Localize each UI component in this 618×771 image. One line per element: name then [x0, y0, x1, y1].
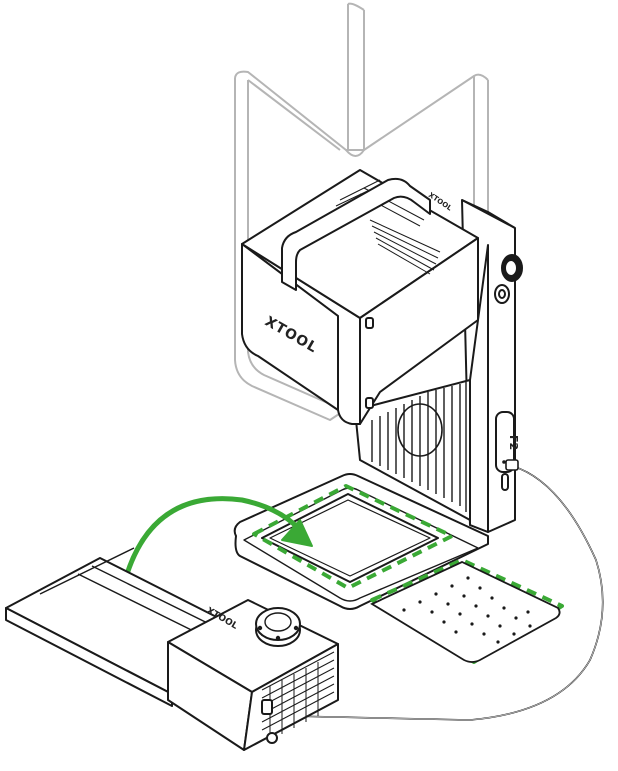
perforated-board [370, 561, 561, 663]
base-highlight [252, 484, 564, 664]
side-panel-badge [495, 411, 515, 473]
rear-fan [397, 403, 443, 457]
laser-module [167, 599, 339, 751]
laser-machine: F2 [233, 169, 523, 610]
focus-knob [501, 254, 523, 282]
rear-fins [371, 382, 467, 512]
carry-handle [281, 177, 431, 291]
power-button [494, 284, 510, 304]
module-grille [261, 651, 335, 740]
move-arrow [121, 496, 313, 587]
side-panel-label: F2 [507, 435, 520, 450]
laser-head-front-face [241, 243, 339, 411]
